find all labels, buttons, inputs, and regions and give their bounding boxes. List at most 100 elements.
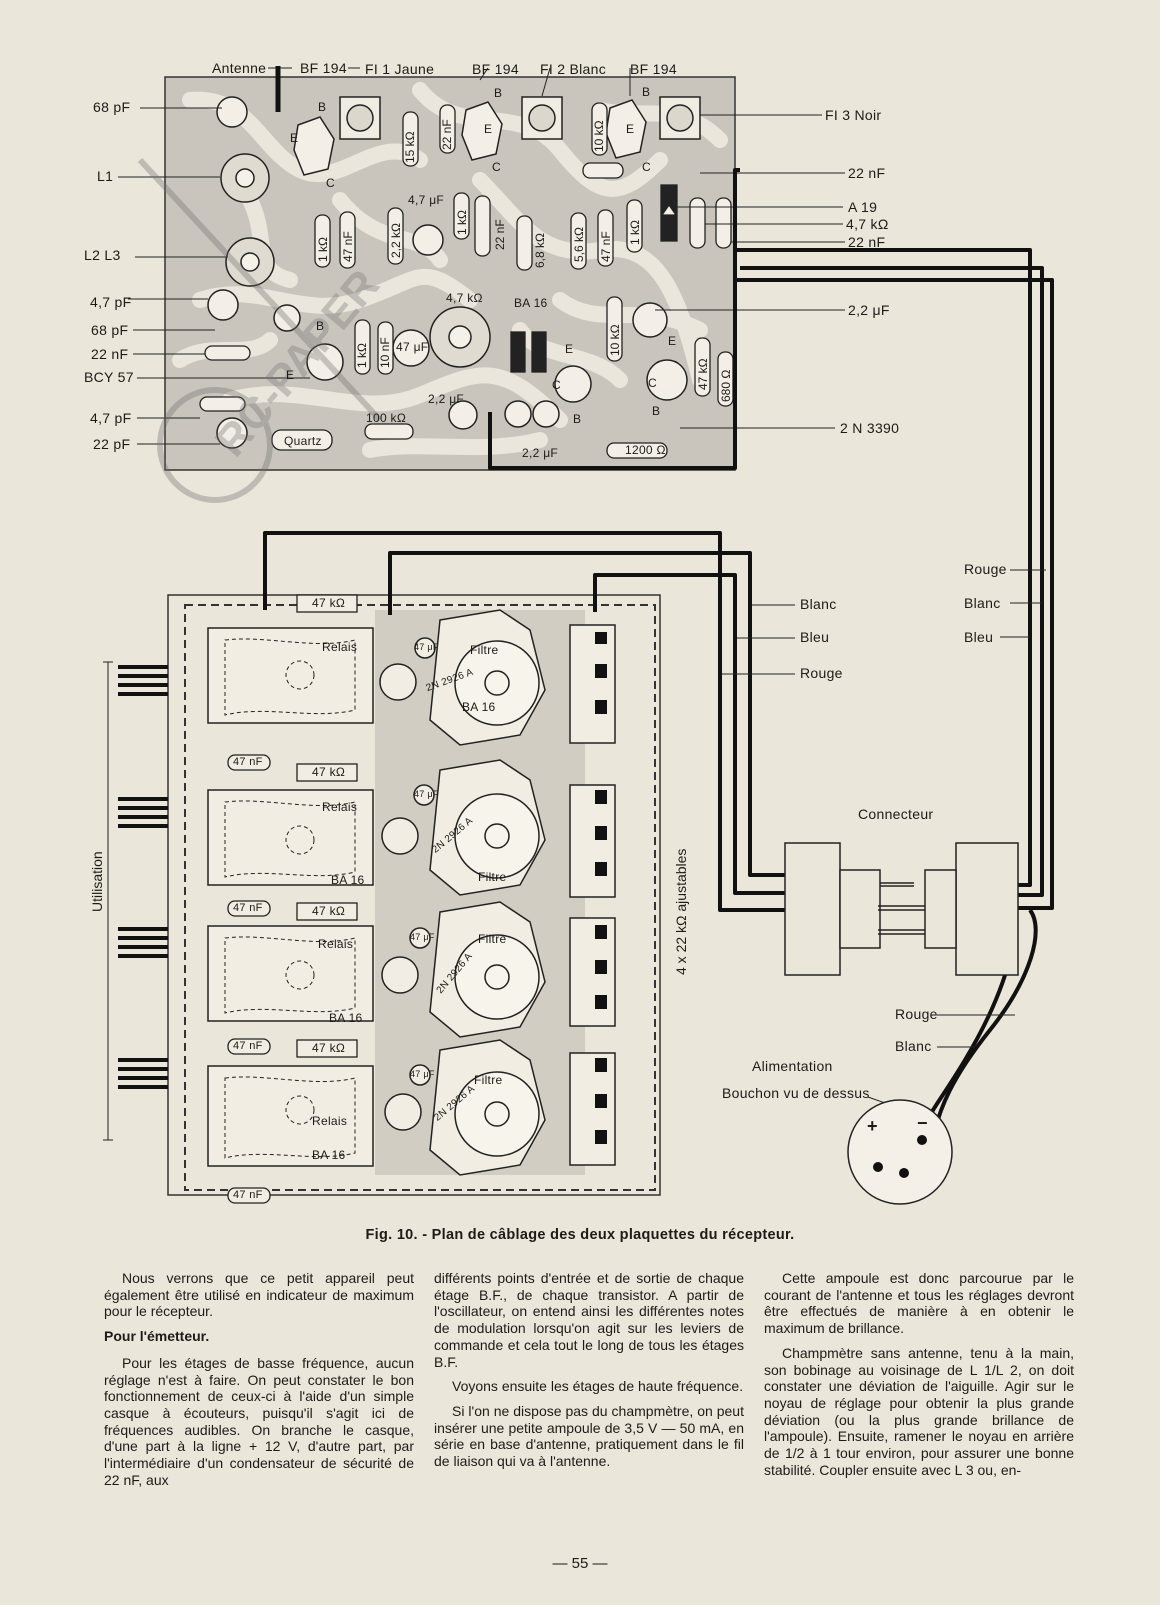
- label-22nf-left: 22 nF: [91, 346, 129, 362]
- val-r1k-a: 1 kΩ: [316, 237, 330, 262]
- label-22uf: 2,2 μF: [848, 302, 890, 318]
- val-c22u-a: 2,2 μF: [428, 392, 465, 406]
- wire-bleu-left: Bleu: [800, 629, 830, 645]
- val-r1k-b: 1 kΩ: [455, 210, 469, 235]
- connector-plug: [784, 842, 1019, 976]
- b2-c47n-2: 47 nF: [233, 902, 263, 914]
- label-bf194-2: BF 194: [472, 61, 519, 77]
- supply-rouge: Rouge: [895, 1006, 938, 1022]
- pin-c2: C: [492, 160, 501, 174]
- supply-plus: +: [867, 1116, 878, 1136]
- pin-c3: C: [642, 160, 651, 174]
- pin-c6: C: [648, 376, 657, 390]
- pin-e1: E: [290, 131, 299, 145]
- val-r68k: 6,8 kΩ: [533, 233, 547, 268]
- small-cap-4: 47 μF: [410, 1069, 435, 1079]
- label-a19: A 19: [848, 199, 878, 215]
- adjustables-label: 4 x 22 kΩ ajustables: [673, 848, 689, 975]
- label-22pf: 22 pF: [93, 436, 131, 452]
- wire-blanc-right: Blanc: [964, 595, 1001, 611]
- label-fi1: FI 1 Jaune: [365, 61, 435, 77]
- label-47k: 4,7 kΩ: [846, 216, 889, 232]
- diode-label-2: BA 16: [331, 873, 365, 887]
- small-cap-1: 47 μF: [414, 642, 439, 652]
- val-c47u-b: 47 μF: [396, 340, 429, 354]
- pin-c4: C: [552, 378, 561, 392]
- pin-c1: C: [326, 176, 335, 190]
- filter-label-3: Filtre: [478, 932, 507, 946]
- wiring-diagram: [103, 66, 1054, 1205]
- b2-r47k-1: 47 kΩ: [312, 596, 346, 610]
- color-leader-lines: [722, 569, 1046, 1111]
- wire-rouge-left: Rouge: [800, 665, 843, 681]
- b2-c47n-3: 47 nF: [233, 1040, 263, 1052]
- val-r1200: 1200 Ω: [625, 443, 666, 457]
- col2-paragraph-1: différents points d'entrée et de sortie …: [434, 1270, 744, 1370]
- col1-paragraph-1: Nous verrons que ce petit appareil peut …: [104, 1270, 414, 1320]
- val-r680: 680 Ω: [719, 369, 733, 402]
- val-ba16: BA 16: [514, 296, 548, 310]
- val-c22u-b: 2,2 μF: [522, 446, 559, 460]
- col3-paragraph-2: Champmètre sans antenne, tenu à la main,…: [764, 1344, 1074, 1478]
- label-bf194-3: BF 194: [630, 61, 677, 77]
- pin-b3: B: [642, 85, 651, 99]
- relay-label-2: Relais: [322, 800, 358, 814]
- connector-label: Connecteur: [858, 806, 934, 822]
- text-column-1: Nous verrons que ce petit appareil peut …: [104, 1270, 414, 1496]
- utilisation-label: Utilisation: [89, 851, 105, 912]
- val-c22n-b: 22 nF: [493, 219, 507, 250]
- pin-e5: E: [565, 342, 574, 356]
- pin-b5: B: [573, 412, 582, 426]
- filter-label-4: Filtre: [474, 1073, 503, 1087]
- supply-title: Alimentation: [752, 1058, 833, 1074]
- pin-e4: E: [286, 368, 295, 382]
- pin-e6: E: [668, 334, 677, 348]
- diode-label-4: BA 16: [312, 1148, 346, 1162]
- col3-paragraph-1: Cette ampoule est donc parcourue par le …: [764, 1270, 1074, 1337]
- b2-r47k-4: 47 kΩ: [312, 1041, 346, 1055]
- wire-blanc-left: Blanc: [800, 596, 837, 612]
- pin-b1: B: [318, 100, 327, 114]
- val-r56k: 5,6 kΩ: [572, 227, 586, 262]
- relay-label-1: Relais: [322, 640, 358, 654]
- label-l1: L1: [97, 168, 114, 184]
- receiver-board-hf: [118, 66, 845, 471]
- filter-label-2: Filtre: [478, 870, 507, 884]
- label-2n3390: 2 N 3390: [840, 420, 900, 436]
- relay-label-4: Relais: [312, 1114, 348, 1128]
- label-68pf-b: 68 pF: [91, 322, 129, 338]
- val-r100k: 100 kΩ: [366, 411, 407, 425]
- harness-wires: [263, 168, 1054, 1136]
- supply-minus: −: [917, 1113, 928, 1133]
- col1-paragraph-2: Pour les étages de basse fréquence, aucu…: [104, 1354, 414, 1488]
- label-47pf-b: 4,7 pF: [90, 410, 132, 426]
- val-pot47k: 4,7 kΩ: [446, 291, 483, 305]
- b2-c47n-1: 47 nF: [233, 756, 263, 768]
- watermark-stamp: RC-PAPER: [137, 157, 389, 503]
- val-c47n-b: 47 nF: [599, 231, 613, 262]
- label-fi3: FI 3 Noir: [825, 107, 882, 123]
- val-c47u-a: 4,7 μF: [408, 193, 445, 207]
- wire-rouge-right: Rouge: [964, 561, 1007, 577]
- val-r22k: 2,2 kΩ: [389, 223, 403, 258]
- supply-socket: [847, 1099, 953, 1205]
- val-quartz: Quartz: [284, 434, 322, 448]
- val-c10n: 10 nF: [378, 337, 392, 368]
- text-column-3: Cette ampoule est donc parcourue par le …: [764, 1270, 1074, 1486]
- diode-label-3: BA 16: [329, 1011, 363, 1025]
- relay-label-3: Relais: [318, 937, 354, 951]
- val-c22n-a: 22 nF: [440, 119, 454, 150]
- b2-r47k-2: 47 kΩ: [312, 765, 346, 779]
- filter-label-1: Filtre: [470, 643, 499, 657]
- label-fi2: FI 2 Blanc: [540, 61, 607, 77]
- label-bf194-1: BF 194: [300, 60, 347, 76]
- small-cap-2: 47 μF: [414, 789, 439, 799]
- text-column-2: différents points d'entrée et de sortie …: [434, 1270, 744, 1478]
- pin-b4: B: [316, 319, 325, 333]
- col1-heading: Pour l'émetteur.: [104, 1328, 210, 1345]
- val-r1k-c: 1 kΩ: [628, 220, 642, 245]
- page-number: — 55 —: [552, 1555, 608, 1572]
- pin-b6: B: [652, 404, 661, 418]
- pin-e2: E: [484, 122, 493, 136]
- col2-paragraph-3: Si l'on ne dispose pas du champmètre, on…: [434, 1402, 744, 1470]
